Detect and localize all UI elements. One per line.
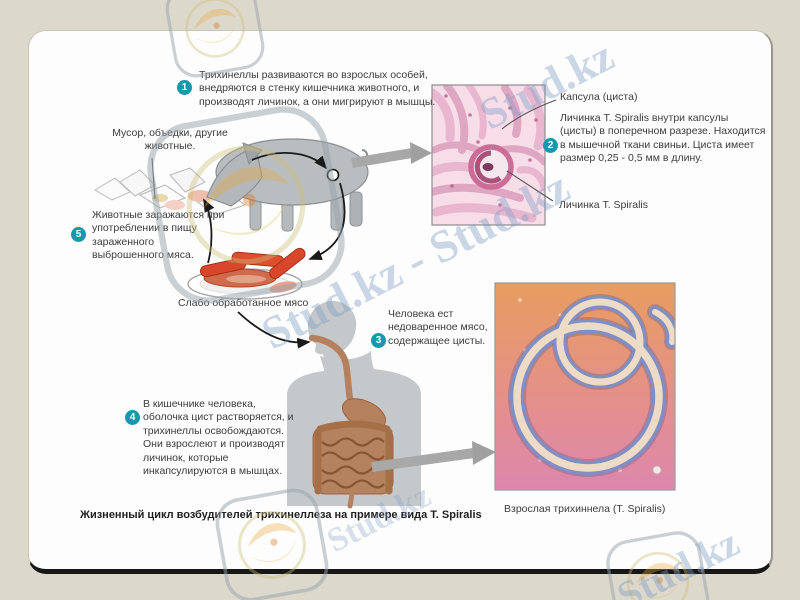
- connector-larva: [506, 170, 554, 202]
- step-1-text: Трихинеллы развиваются во взрослых особе…: [199, 69, 436, 108]
- adult-worm-caption: Взрослая трихиннела (T. Spiralis): [504, 503, 666, 515]
- step-4-badge: 4: [125, 410, 140, 425]
- encysted-larva-illustration: [468, 144, 514, 190]
- magnify-arrows: [351, 142, 496, 472]
- step-5-badge: 5: [71, 227, 86, 242]
- capsule-label: Капсула (циста): [560, 91, 638, 103]
- step-1-badge: 1: [177, 80, 192, 95]
- step-2-badge: 2: [543, 138, 558, 153]
- undercooked-meat-label: Слабо обработанное мясо: [178, 297, 309, 309]
- garbage-label: Мусор, объедки, другие животные.: [112, 127, 228, 153]
- step-2-text: Личинка T. Spiralis внутри капсулы (цист…: [560, 112, 766, 165]
- step-3-text: Человека ест недоваренное мясо, содержащ…: [388, 308, 488, 347]
- cyst-location-marker: [326, 168, 340, 182]
- larva-label: Личинка T. Spiralis: [559, 199, 648, 211]
- step-3-badge: 3: [371, 333, 386, 348]
- digestive-tract-illustration: [308, 334, 394, 509]
- coiled-worm-illustration: [508, 294, 675, 477]
- histology-micrograph: [431, 84, 546, 226]
- step-5-text: Животные заражаются при употреблении в п…: [92, 209, 225, 262]
- adult-worm-micrograph: [494, 282, 676, 491]
- diagram-title: Жизненный цикл возбудителей трихинеллеза…: [80, 509, 482, 521]
- step-4-text: В кишечнике человека, оболочка цист раст…: [143, 398, 294, 478]
- arrow-plate-to-mouth: [237, 311, 311, 349]
- connector-capsule: [501, 99, 557, 130]
